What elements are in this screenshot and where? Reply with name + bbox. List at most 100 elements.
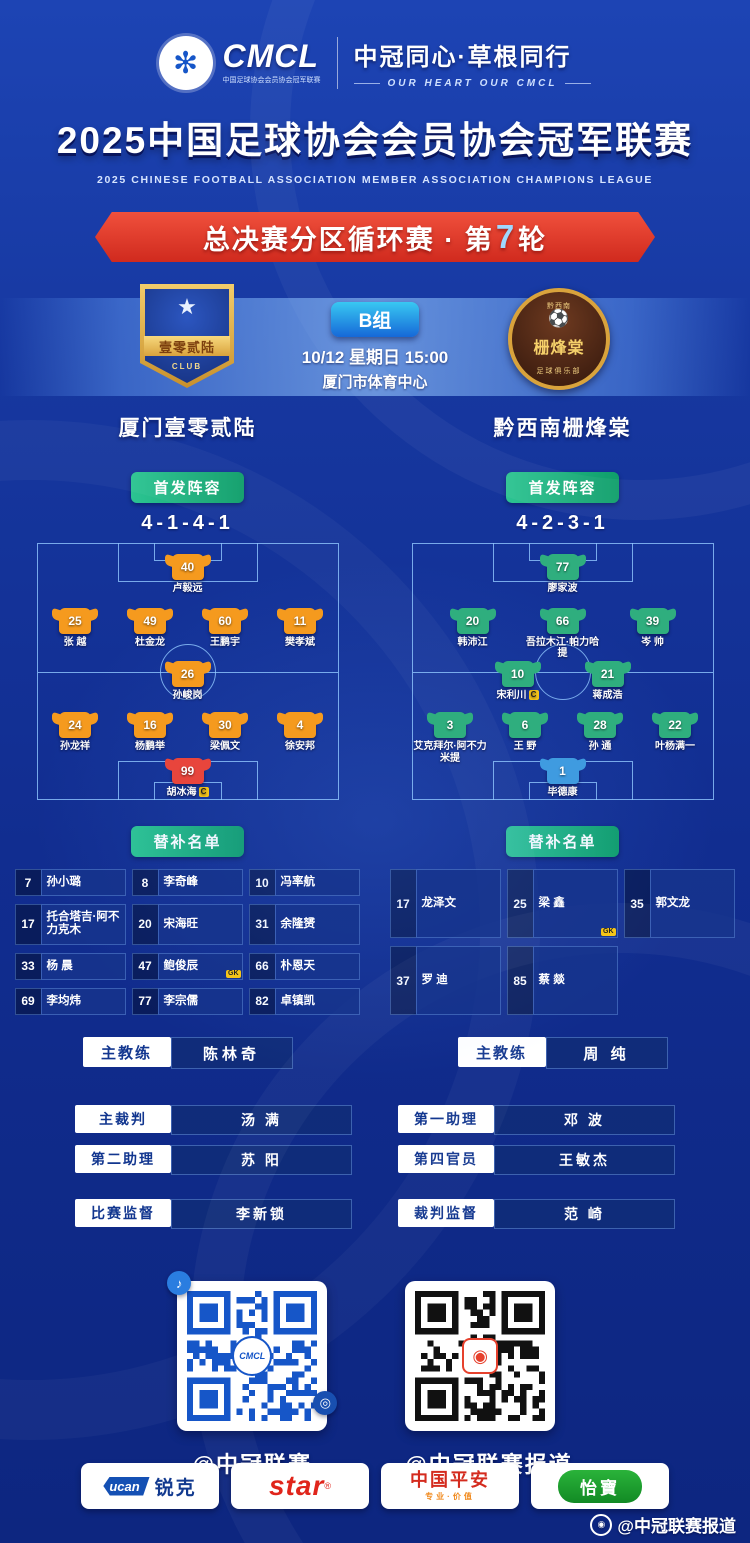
away-badge-top: 黔西南 (547, 303, 571, 310)
official-label: 主裁判 (75, 1105, 171, 1133)
substitute-name: 李宗儒 (157, 987, 243, 1015)
substitute-name: 托合塔吉·阿不力克木 (40, 904, 126, 945)
qr-block-left: CMCL ♪ ◎ @中冠联赛 (167, 1271, 338, 1479)
pingan-slogan: 专业·价值 (425, 1491, 475, 1501)
ruike-logo-mark: ucan (103, 1476, 150, 1496)
player-number: 30 (218, 718, 232, 733)
home-starters-tag: 首发阵容 (131, 472, 244, 503)
official-row: 比赛监督李新锁 (75, 1199, 352, 1229)
home-team-badge: ★ 壹零贰陆 CLUB (140, 284, 234, 388)
player-number: 6 (521, 718, 529, 733)
player-number: 49 (143, 613, 157, 628)
away-subs-tag: 替补名单 (506, 826, 619, 857)
home-badge-emblem-icon: ★ (177, 294, 197, 319)
player-name: 韩沛江 (457, 636, 488, 648)
match-center-info: B组 10/12 星期日 15:00 厦门市体育中心 (245, 298, 505, 392)
player-1: 1 毕德康 (525, 758, 601, 799)
substitute-name: 冯率航 (274, 869, 360, 897)
round-suffix: 轮 (518, 224, 548, 255)
jersey-icon: 30 (209, 712, 241, 739)
substitute-number: 17 (14, 904, 41, 945)
weibo-eye-icon: ◉ (590, 1513, 613, 1536)
substitute-number: 69 (14, 987, 41, 1015)
away-team-badge: 黔西南 ⚽ 栅烽棠 足球俱乐部 (508, 288, 610, 390)
match-datetime: 10/12 星期日 15:00 (301, 348, 449, 367)
player-number: 3 (446, 718, 454, 733)
away-badge-name: 栅烽棠 (533, 340, 585, 357)
jersey-icon: 11 (284, 607, 316, 634)
official-name: 范 崎 (494, 1199, 675, 1229)
jersey-icon: 25 (59, 607, 91, 634)
official-label: 第四官员 (398, 1145, 494, 1173)
match-venue: 厦门市体育中心 (322, 374, 428, 391)
qr-center-cmcl-logo: CMCL (232, 1336, 273, 1376)
player-name: 毕德康 (547, 787, 578, 799)
pitch-penalty-box (492, 543, 633, 583)
jersey-icon: 99 (171, 758, 204, 785)
official-name: 汤 满 (171, 1105, 352, 1135)
player-number: 24 (68, 718, 82, 733)
player-number: 66 (555, 613, 570, 628)
substitute-name: 余隆赟 (274, 904, 360, 945)
ruike-logo-text: 锐克 (154, 1477, 197, 1499)
jersey-icon: 21 (591, 661, 624, 688)
player-name: 叶杨满一 (655, 741, 695, 753)
player-name: 杨鹏举 (135, 741, 165, 753)
substitute-name: 郭文龙 (649, 869, 735, 938)
jersey-icon: 10 (501, 661, 534, 688)
player-number: 10 (510, 667, 525, 682)
slogan-chinese: 中冠同心·草根同行 (353, 44, 572, 71)
player-number: 1 (559, 764, 566, 779)
official-name: 王敏杰 (494, 1145, 675, 1175)
official-label: 第一助理 (398, 1105, 494, 1133)
player-name: 梁佩文 (210, 741, 240, 753)
away-formation: 4-2-3-1 (516, 512, 609, 534)
watermark: ◉ @中冠联赛报道 (590, 1512, 736, 1537)
home-team-name: 厦门壹零贰陆 (118, 417, 257, 440)
jersey-icon: 4 (284, 712, 316, 739)
jersey-icon: 66 (546, 607, 579, 634)
home-badge-name: 壹零贰陆 (144, 336, 230, 356)
substitute-number: 33 (14, 952, 41, 980)
player-name: 廖家波 (547, 583, 578, 595)
jersey-icon: 6 (509, 712, 541, 739)
player-30: 30 梁佩文 (187, 712, 263, 753)
player-number: 11 (293, 613, 307, 628)
player-number: 28 (593, 718, 607, 733)
jersey-icon: 39 (636, 607, 669, 634)
captain-badge: C (528, 690, 539, 701)
player-name: 王鹏宇 (210, 636, 240, 648)
substitute-number: 25 (506, 869, 533, 938)
team-names-row: 厦门壹零贰陆 黔西南栅烽棠 (0, 412, 750, 442)
pingan-logo-text: 中国平安 (410, 1469, 490, 1490)
pingan-logo: 中国平安 专业·价值 (410, 1469, 490, 1502)
substitute-name: 罗 迪 (415, 946, 501, 1015)
sponsor-yibao: 怡寶 (531, 1463, 669, 1509)
goalkeeper-badge: GK (226, 969, 241, 978)
official-name: 李新锁 (171, 1199, 352, 1229)
watermark-text: @中冠联赛报道 (617, 1517, 736, 1536)
coaches-row: 主教练 陈林奇 主教练 周 纯 (0, 1037, 750, 1069)
